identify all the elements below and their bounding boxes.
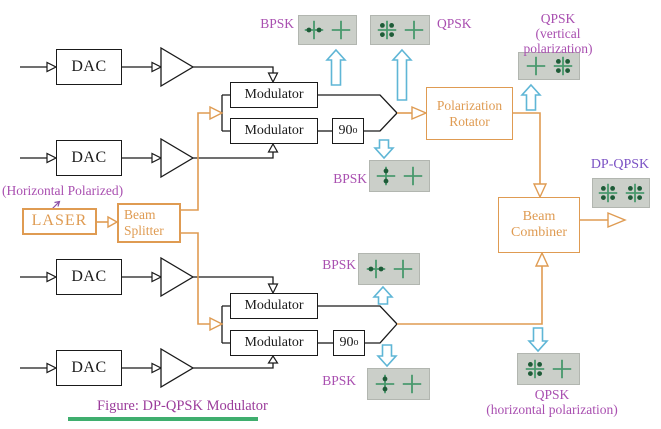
laser-label: LASER: [31, 212, 88, 230]
qpsk-vertical-label: QPSK (vertical polarization): [500, 11, 616, 57]
modulator-block-1: Modulator: [230, 82, 318, 108]
modulator-label: Modulator: [244, 334, 304, 350]
constellation-cell-empty-cross: [552, 359, 572, 379]
amplifier-1: [160, 46, 195, 88]
laser-block: LASER: [22, 208, 97, 235]
horizontal-polarized-label: (Horizontal Polarized): [2, 183, 124, 198]
constellation-bpsk-bottom-lower: [367, 368, 430, 400]
constellation-cell-dots-horizontal: [366, 259, 385, 279]
flow-arrow-down-bpsk-mid: [373, 139, 395, 160]
dac-label: DAC: [71, 57, 107, 75]
beam-splitter-block: Beam Splitter: [117, 203, 181, 243]
dac-block-2: DAC: [56, 140, 122, 176]
constellation-qpsk-top: [370, 15, 430, 45]
qpsk-text: QPSK: [540, 11, 576, 26]
beam-combiner-label: Beam Combiner: [511, 208, 567, 240]
flow-arrow-up-qpsk-top: [391, 48, 413, 101]
modulator-label: Modulator: [244, 297, 304, 313]
constellation-bpsk-bottom-upper: [358, 253, 420, 285]
modulator-block-4: Modulator: [230, 330, 318, 356]
bpsk-label-bottom-lower: BPSK: [322, 373, 356, 388]
constellation-cell-dots-quad: [625, 183, 644, 203]
polarization-rotator-label: Polarization Rotator: [436, 97, 503, 129]
modulator-label: Modulator: [244, 86, 304, 102]
optical-arrowheads: [107, 105, 627, 332]
constellation-qpsk-horizontal: [517, 353, 580, 385]
polarization-rotator-block: Polarization Rotator: [426, 87, 513, 140]
constellation-cell-empty-cross: [526, 56, 545, 76]
caption-underline: [68, 417, 258, 421]
beam-splitter-label: Beam Splitter: [124, 207, 164, 238]
dac-block-3: DAC: [56, 259, 122, 295]
constellation-bpsk-top: [298, 15, 357, 45]
constellation-dp-qpsk: [592, 178, 650, 208]
flow-arrows: [325, 48, 549, 368]
modulator-block-3: Modulator: [230, 293, 318, 319]
dac-label: DAC: [71, 267, 107, 285]
qpsk-label-top: QPSK: [437, 16, 472, 31]
dac-block-1: DAC: [56, 49, 122, 85]
flow-arrow-down-qpsk-horizontal: [527, 327, 549, 353]
constellation-cell-dots-quad: [598, 183, 617, 203]
dac-label: DAC: [71, 358, 107, 376]
flow-arrow-up-bpsk-bottom-upper: [372, 285, 394, 305]
dp-qpsk-label: DP-QPSK: [590, 157, 650, 172]
constellation-cell-empty-cross: [403, 166, 423, 186]
figure-caption: Figure: DP-QPSK Modulator: [97, 398, 268, 414]
modulator-block-2: Modulator: [230, 118, 318, 144]
dac-block-4: DAC: [56, 350, 122, 386]
constellation-cell-dots-quad: [525, 359, 545, 379]
constellation-qpsk-vertical: [518, 52, 580, 80]
qpsk-text: QPSK: [534, 387, 570, 402]
constellation-bpsk-mid: [369, 160, 430, 192]
constellation-cell-empty-cross: [393, 259, 412, 279]
flow-arrow-up-bpsk-top: [325, 48, 347, 86]
amplifier-4: [160, 347, 195, 389]
amplifier-2: [160, 137, 195, 179]
dac-label: DAC: [71, 148, 107, 166]
constellation-cell-empty-cross: [402, 374, 422, 394]
bpsk-label-top: BPSK: [260, 16, 294, 31]
constellation-cell-dots-vertical: [375, 374, 395, 394]
horizontal-polarization-text: (horizontal polarization): [486, 401, 618, 417]
constellation-cell-dots-horizontal: [304, 20, 324, 40]
modulator-label: Modulator: [244, 122, 304, 138]
amplifier-triangles: [160, 46, 195, 389]
qpsk-horizontal-label: QPSK (horizontal polarization): [484, 387, 620, 418]
constellation-cell-dots-quad: [553, 56, 572, 76]
phase-shift-label: 90: [338, 122, 353, 138]
flow-arrow-down-bpsk-bottom-lower: [376, 344, 398, 368]
flow-arrow-up-qpsk-vertical: [520, 83, 542, 111]
amplifier-3: [160, 256, 195, 298]
beam-combiner-block: Beam Combiner: [498, 197, 580, 253]
optical-wires: [97, 112, 608, 325]
bpsk-label-mid: BPSK: [333, 171, 367, 186]
constellation-cell-empty-cross: [404, 20, 423, 40]
electrical-arrowheads: [46, 61, 279, 374]
phase-shift-label: 90: [339, 334, 354, 350]
constellation-cell-dots-quad: [377, 20, 396, 40]
bpsk-label-bottom-upper: BPSK: [322, 257, 356, 272]
vertical-polarization-text: (vertical polarization): [523, 25, 593, 56]
constellation-cell-empty-cross: [331, 20, 351, 40]
constellation-cell-dots-vertical: [376, 166, 396, 186]
